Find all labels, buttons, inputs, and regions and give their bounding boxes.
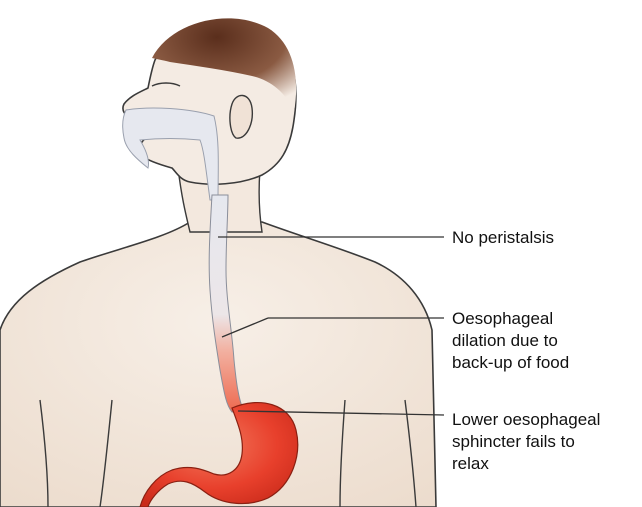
label-line: dilation due to xyxy=(452,330,569,352)
label-line: sphincter fails to xyxy=(452,431,600,453)
label-line: Lower oesophageal xyxy=(452,409,600,431)
label-oesophageal-dilation: Oesophageal dilation due to back-up of f… xyxy=(452,308,569,374)
label-line: relax xyxy=(452,453,600,475)
label-lower-sphincter: Lower oesophageal sphincter fails to rel… xyxy=(452,409,600,475)
label-line: back-up of food xyxy=(452,352,569,374)
label-line: Oesophageal xyxy=(452,308,569,330)
label-line: No peristalsis xyxy=(452,227,554,249)
label-no-peristalsis: No peristalsis xyxy=(452,227,554,249)
